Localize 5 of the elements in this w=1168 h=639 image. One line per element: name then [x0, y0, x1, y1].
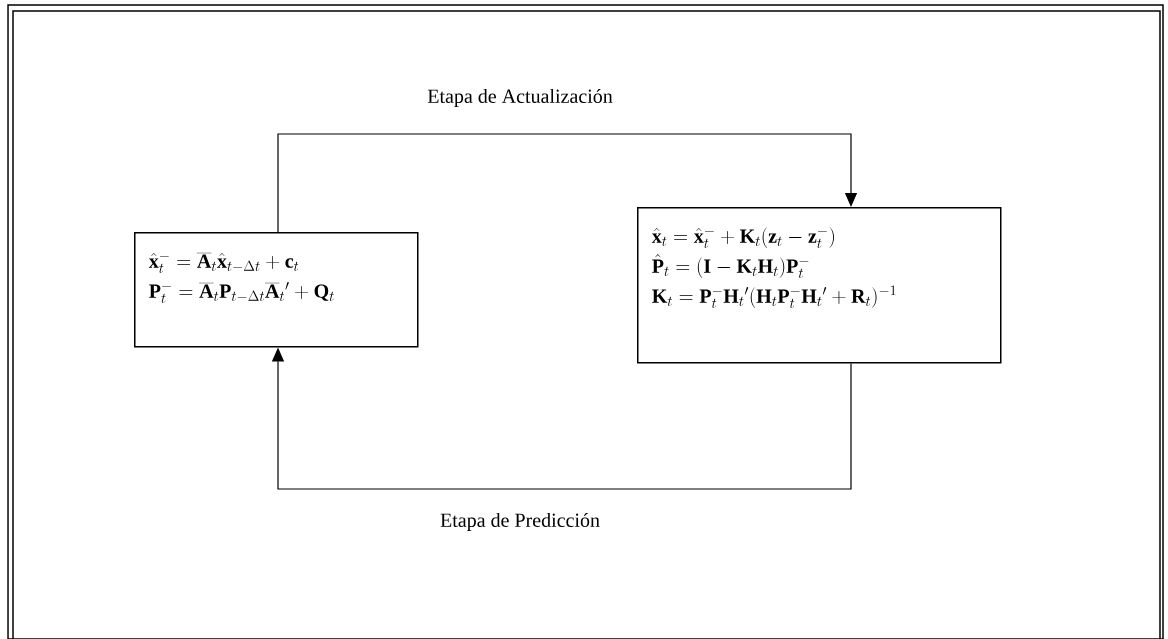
edge-label: Etapa de Predicción [440, 512, 600, 532]
formula-box: $\hat{\mathbf{x}}_t^- = \overline{\mathbf{A}}_t\hat{\mathbf{x}}_{t-\Delta t} + \mathbf{c}_t$ $\mathbf{P}_t^- = \overline{\mathbf{A}}_t\mathbf{P}_{t-\Delta t}\overline{\mathbf{A}}_t{}' + \mathbf{Q}_t$ [134, 232, 419, 348]
formula-box: $\hat{\mathbf{x}}_t = \hat{\mathbf{x}}_t^- + \mathbf{K}_t(\mathbf{z}_t - \mathbf{z}_t^-)$ $\hat{\mathbf{P}}_t = (\mathbf{I} - \mathbf{K}_t\mathbf{H}_t)\mathbf{P}_t^-$ $\mathbf{K}_t = \mathbf{P}_t^-\mathbf{H}_t{}'(\mathbf{H}_t\mathbf{P}_t^-\mathbf{H}_t{}' + \mathbf{R}_t)^{-1}$ [637, 207, 1002, 364]
edge-label: Etapa de Actualización [427, 88, 613, 108]
connector-arrow [277, 133, 858, 233]
